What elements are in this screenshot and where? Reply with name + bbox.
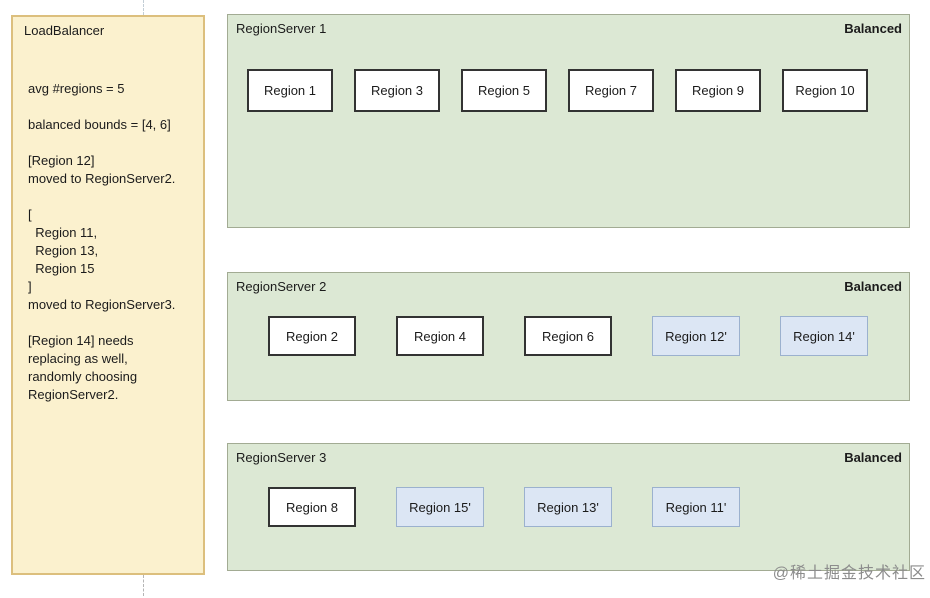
regionserver-3-panel: RegionServer 3 Balanced Region 8 Region 1…: [227, 443, 910, 571]
region-box: Region 12': [652, 316, 740, 356]
regionserver-2-balanced-badge: Balanced: [844, 279, 902, 294]
regionserver-3-name: RegionServer 3: [236, 450, 327, 465]
loadbalancer-note: balanced bounds = [4, 6]: [28, 117, 171, 132]
connector-line-bottom: [143, 575, 144, 596]
loadbalancer-panel: LoadBalancer avg #regions = 5 balanced bo…: [11, 15, 205, 575]
regionserver-3-region-row: Region 8 Region 15' Region 13' Region 11': [268, 487, 740, 527]
loadbalancer-title: LoadBalancer: [24, 23, 105, 38]
region-box: Region 11': [652, 487, 740, 527]
regionserver-1-name: RegionServer 1: [236, 21, 327, 36]
region-box: Region 2: [268, 316, 356, 356]
region-box: Region 13': [524, 487, 612, 527]
loadbalancer-notes: avg #regions = 5 balanced bounds = [4, 6]…: [24, 80, 195, 404]
watermark: @稀土掘金技术社区: [772, 565, 926, 582]
loadbalancer-note: [Region 14] needs replacing as well, ran…: [28, 333, 138, 402]
regionserver-2-region-row: Region 2 Region 4 Region 6 Region 12' Region…: [268, 316, 868, 356]
regionserver-1-region-row: Region 1 Region 3 Region 5 Region 7 Region 9…: [247, 69, 868, 112]
region-box: Region 14': [780, 316, 868, 356]
region-box: Region 8: [268, 487, 356, 527]
region-box: Region 6: [524, 316, 612, 356]
regionserver-1-panel: RegionServer 1 Balanced Region 1 Region 3…: [227, 14, 910, 228]
region-box: Region 3: [354, 69, 440, 112]
regionserver-1-balanced-badge: Balanced: [844, 21, 902, 36]
loadbalancer-note: [ Region 11, Region 13, Region 15 ] move…: [28, 207, 176, 312]
region-box: Region 1: [247, 69, 333, 112]
connector-line-top: [143, 0, 144, 15]
regionserver-3-balanced-badge: Balanced: [844, 450, 902, 465]
regionserver-2-name: RegionServer 2: [236, 279, 327, 294]
loadbalancer-note: avg #regions = 5: [28, 81, 125, 96]
region-box: Region 5: [461, 69, 547, 112]
region-box: Region 15': [396, 487, 484, 527]
region-box: Region 9: [675, 69, 761, 112]
loadbalancer-note: [Region 12] moved to RegionServer2.: [28, 153, 176, 186]
region-box: Region 7: [568, 69, 654, 112]
regionserver-2-panel: RegionServer 2 Balanced Region 2 Region 4…: [227, 272, 910, 401]
region-box: Region 4: [396, 316, 484, 356]
region-box: Region 10: [782, 69, 868, 112]
